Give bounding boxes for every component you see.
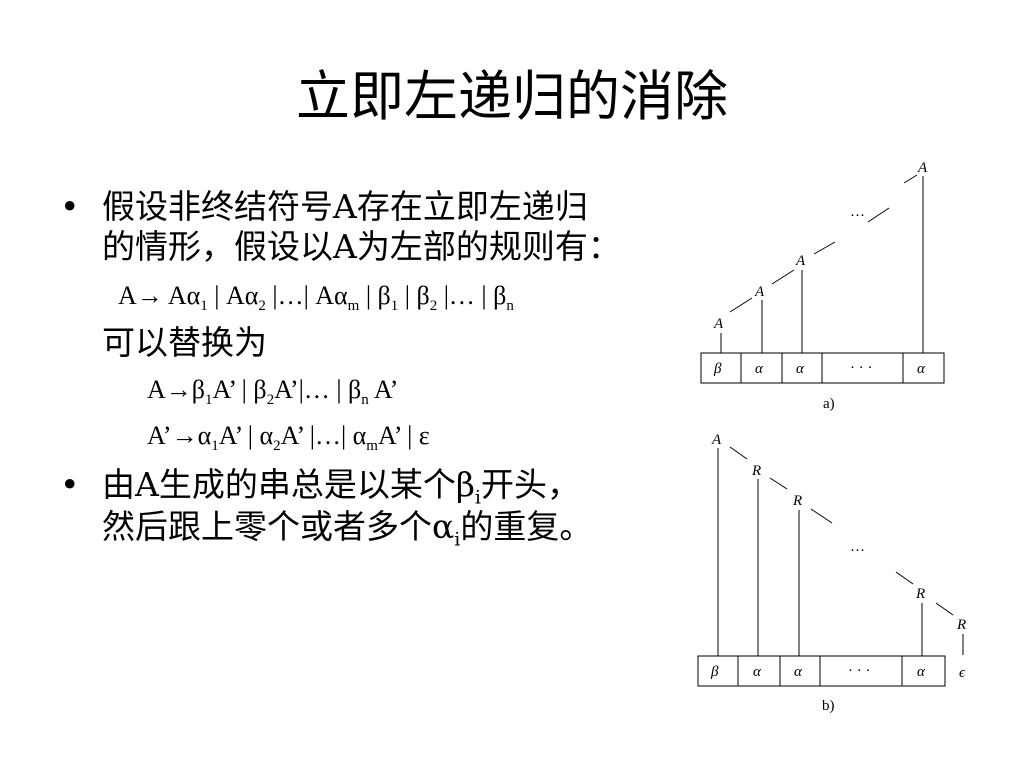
cell-b-5: α xyxy=(917,664,926,680)
rule-part: Aα xyxy=(162,281,201,310)
node-a-4: A xyxy=(917,160,928,176)
bullet-1-line-1: 假设非终结符号A存在立即左递归 xyxy=(102,187,588,226)
bullet-2-text: 的重复。 xyxy=(460,507,593,546)
rule-part: A’ xyxy=(368,375,399,404)
epsilon-leaf: ϵ xyxy=(959,665,966,681)
cell-b-2: α xyxy=(753,664,762,680)
slide-title: 立即左递归的消除 xyxy=(296,65,728,128)
caption-a: a) xyxy=(823,396,835,412)
cell-a-2: α xyxy=(755,361,764,377)
rule-lhs: A xyxy=(118,281,137,310)
rule-sub: n xyxy=(361,392,369,409)
arrow-icon: → xyxy=(136,281,163,310)
bullet-2-sub: i xyxy=(474,486,481,509)
rule-sub: m xyxy=(366,438,378,455)
bullet-marker-1: • xyxy=(60,187,80,226)
rule-part: | β xyxy=(359,281,391,310)
bullet-2-line-1: 由A生成的串总是以某个βi开头， xyxy=(102,464,580,519)
arrow-icon: → xyxy=(171,421,198,450)
rule-lhs: A’ xyxy=(147,421,172,450)
cell-a-1: β xyxy=(713,361,722,377)
rule-part: |… | β xyxy=(437,281,507,310)
node-b-5: R xyxy=(956,617,966,633)
cell-a-3: α xyxy=(796,361,805,377)
node-b-2: R xyxy=(751,463,761,479)
replace-label: 可以替换为 xyxy=(102,323,267,362)
bullet-2-line-2: 然后跟上零个或者多个αi的重复。 xyxy=(102,506,592,561)
node-b-1: A xyxy=(711,432,722,448)
production-rule-new-a-prime: A’→α1A’ | α2A’ |…| αmA’ | ε xyxy=(147,420,430,462)
arrow-icon: → xyxy=(165,375,192,404)
node-a-3: A xyxy=(795,253,806,269)
rule-part: | Aα xyxy=(207,281,259,310)
rule-part: A’|… | β xyxy=(274,375,362,404)
cell-b-3: α xyxy=(794,664,803,680)
rule-sub: 2 xyxy=(258,298,266,315)
bullet-2-text: 由A生成的串总是以某个β xyxy=(102,465,475,504)
rule-part: | β xyxy=(398,281,430,310)
rule-sub: 1 xyxy=(200,298,208,315)
rule-sub: 1 xyxy=(205,392,213,409)
rule-sub: 2 xyxy=(273,438,281,455)
cell-a-4: · · · xyxy=(850,360,873,376)
caption-b: b) xyxy=(822,698,835,714)
node-a-1: A xyxy=(713,316,724,332)
ellipsis-a: … xyxy=(850,204,865,220)
rule-sub: n xyxy=(506,298,514,315)
rule-sub: 1 xyxy=(211,438,219,455)
production-rule-original: A→ Aα1 | Aα2 |…| Aαm | β1 | β2 |… | βn xyxy=(118,280,514,322)
cell-b-4: · · · xyxy=(848,663,871,679)
bullet-marker-2: • xyxy=(60,465,80,504)
bullet-2-sub: i xyxy=(454,528,461,551)
bullet-2-text: 开头， xyxy=(481,465,580,504)
cell-a-5: α xyxy=(917,361,926,377)
rule-part: β xyxy=(191,375,206,404)
production-rule-new-a: A→β1A’ | β2A’|… | βn A’ xyxy=(147,374,398,416)
rule-part: α xyxy=(197,421,212,450)
ellipsis-b: … xyxy=(850,539,865,555)
rule-sub: 2 xyxy=(429,298,438,315)
rule-part: |…| Aα xyxy=(265,281,348,310)
rule-part: A’ | ε xyxy=(377,421,430,450)
parse-tree-diagrams: A A A A … β α α · · · α a) A R R R R … β… xyxy=(697,160,966,714)
rule-part: A’ | α xyxy=(218,421,274,450)
rule-sub: m xyxy=(347,298,360,315)
node-a-2: A xyxy=(754,284,765,300)
node-b-4: R xyxy=(915,586,925,602)
rule-part: A’ |…| α xyxy=(280,421,367,450)
node-b-3: R xyxy=(792,493,802,509)
bullet-1-line-2: 的情形，假设以A为左部的规则有： xyxy=(102,227,621,266)
rule-sub: 1 xyxy=(390,298,399,315)
rule-lhs: A xyxy=(147,375,166,404)
rule-part: A’ | β xyxy=(212,375,267,404)
text-column: • 假设非终结符号A存在立即左递归 的情形，假设以A为左部的规则有： A→ Aα… xyxy=(60,187,621,561)
rule-sub: 2 xyxy=(266,392,275,409)
bullet-2-text: 然后跟上零个或者多个α xyxy=(102,507,455,546)
cell-b-1: β xyxy=(710,664,719,680)
